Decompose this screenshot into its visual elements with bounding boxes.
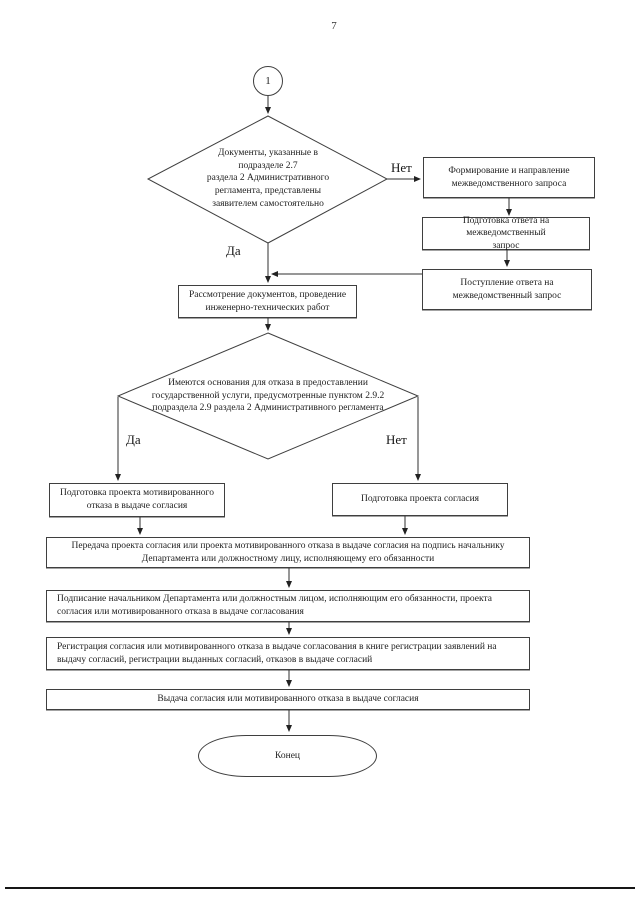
process-review-documents: Рассмотрение документов, проведение инже…	[178, 285, 357, 318]
decision-refusal-yes-label: Да	[126, 432, 141, 447]
end-terminator: Конец	[198, 735, 377, 777]
start-connector-circle: 1	[253, 66, 283, 96]
process-prepare-consent-draft: Подготовка проекта согласия	[332, 483, 508, 516]
process-prepare-interagency-answer: Подготовка ответа на межведомственный за…	[422, 216, 590, 251]
decision-refusal-diamond-shape	[116, 332, 420, 460]
decision-refusal-no-label: Нет	[386, 432, 407, 447]
page-number: 7	[331, 20, 337, 32]
decision-refusal-text: Имеются основания для отказа в предостав…	[151, 378, 385, 414]
decision-docs-yes-label: Да	[226, 243, 241, 258]
process-issue-consent: Выдача согласия или мотивированного отка…	[46, 689, 530, 710]
process-signing: Подписание начальником Департамента или …	[46, 590, 530, 622]
process-prepare-refusal-draft: Подготовка проекта мотивированного отказ…	[49, 483, 225, 517]
process-transfer-for-signature: Передача проекта согласия или проекта мо…	[46, 537, 530, 568]
decision-docs-no-label: Нет	[391, 160, 412, 175]
decision-docs-text: Документы, указанные в подразделе 2.7 ра…	[206, 148, 330, 209]
process-receive-interagency-answer: Поступление ответа на межведомственный з…	[422, 269, 592, 310]
process-registration: Регистрация согласия или мотивированного…	[46, 637, 530, 670]
process-form-interagency-request: Формирование и направление межведомствен…	[423, 157, 595, 198]
page-bottom-scan-line	[5, 887, 635, 889]
